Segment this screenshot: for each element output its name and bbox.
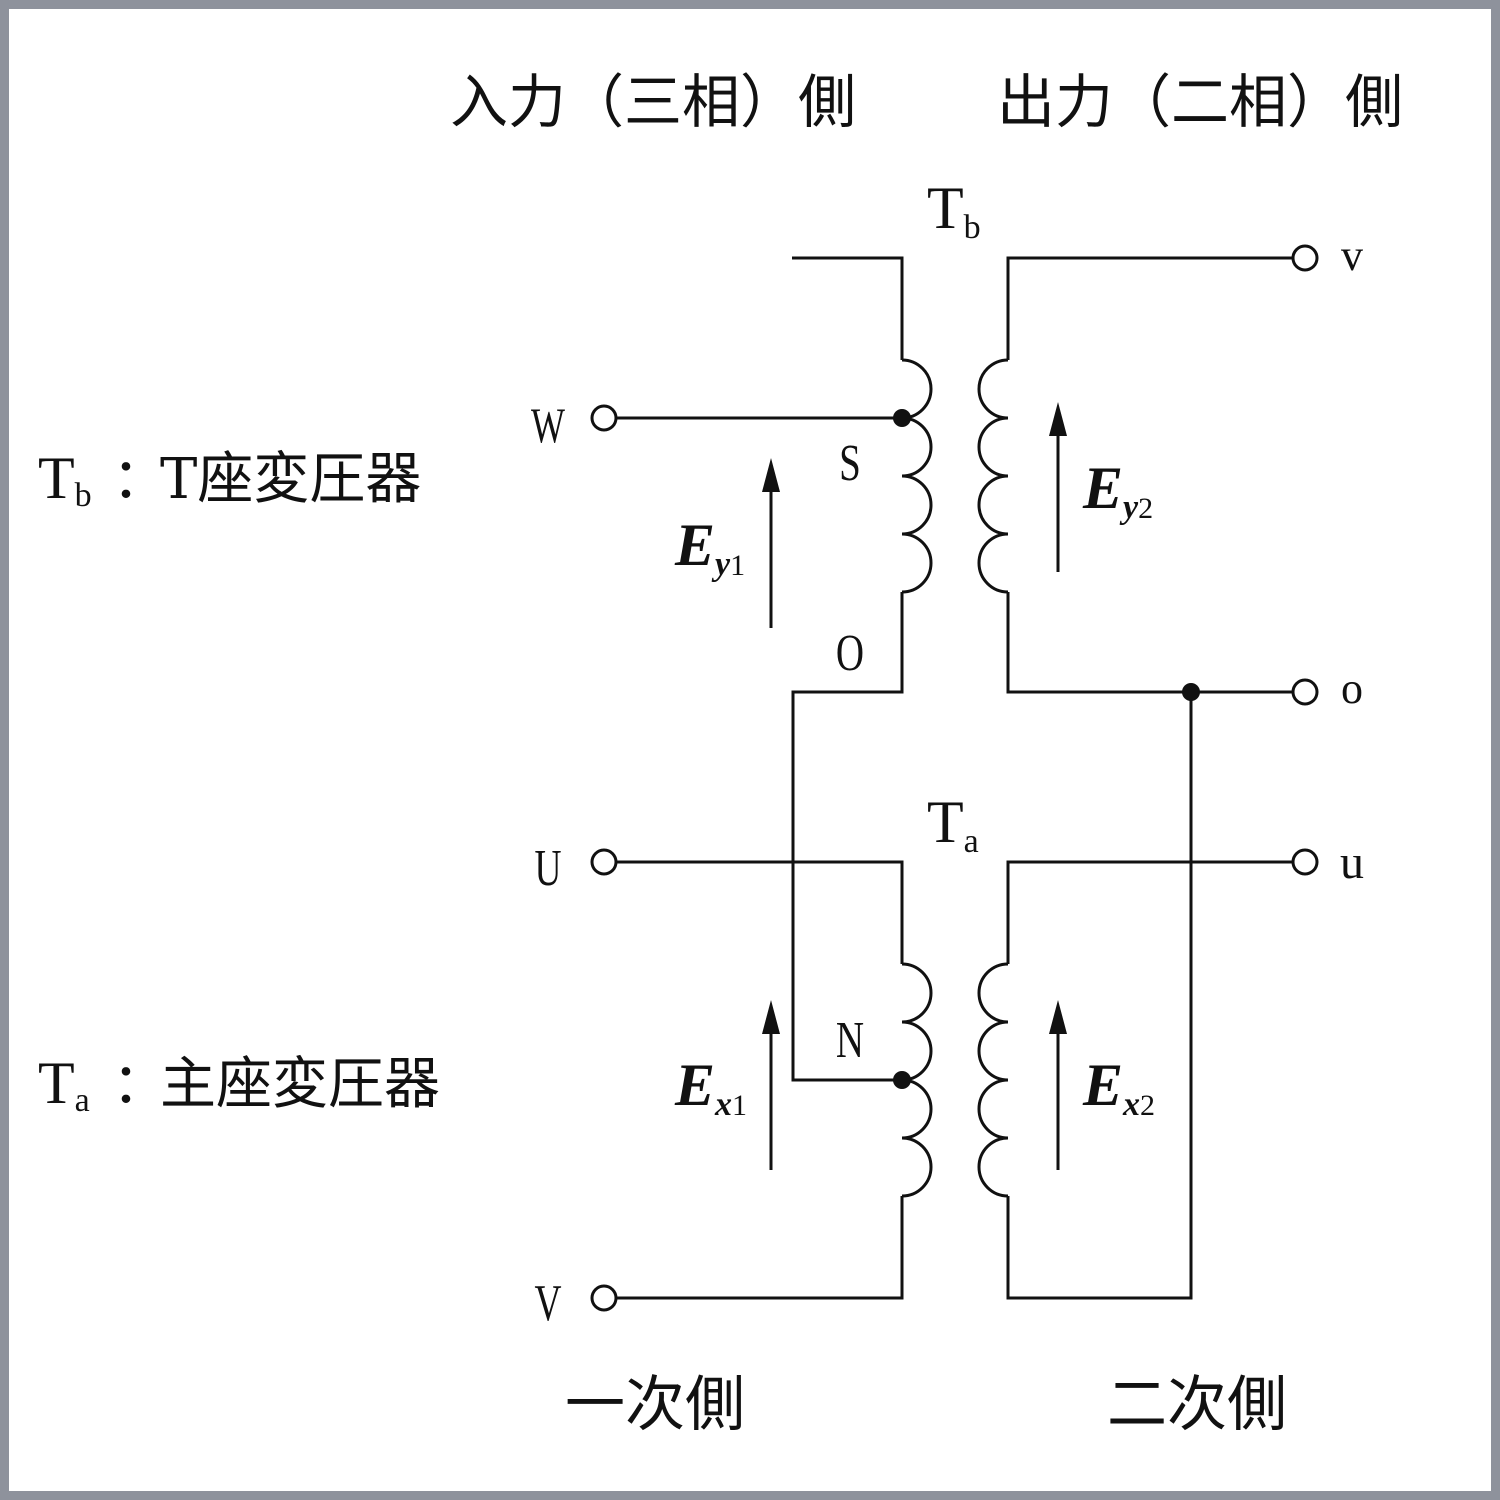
legend-tb-description: T座変圧器 <box>160 447 421 512</box>
terminal-u-label: U <box>534 839 561 896</box>
terminal-v-circle[interactable] <box>590 1284 618 1312</box>
legend-ta-symbol: Ta <box>38 1050 90 1119</box>
output-side-label: 出力（二相）側 <box>997 68 1403 136</box>
voltage-ey2-label: Ey2 <box>1082 455 1153 526</box>
tb-primary-bottom-lead <box>791 592 904 1082</box>
legend-tb: Tb ： T座変圧器 <box>38 445 421 514</box>
ta-center-tap-n-node <box>893 1071 911 1089</box>
terminal-o-small-circle[interactable] <box>1291 678 1319 706</box>
arrow-ey2 <box>1049 402 1067 572</box>
tb-secondary-top-lead <box>1006 256 1293 360</box>
terminal-u-circle[interactable] <box>590 848 618 876</box>
tap-o-label: O <box>836 624 864 682</box>
legend-tb-symbol: Tb <box>38 445 92 514</box>
tap-n-label: N <box>836 1011 864 1069</box>
ta-secondary-winding <box>977 962 1009 1198</box>
ta-primary-bottom-lead <box>604 1196 904 1300</box>
voltage-ey1-label: Ey1 <box>674 512 745 583</box>
terminal-w-label: W <box>531 398 566 453</box>
terminal-v-small-circle[interactable] <box>1291 244 1319 272</box>
input-side-label: 入力（三相）側 <box>450 68 856 136</box>
terminal-o-small-label: o <box>1341 664 1363 713</box>
secondary-side-label: 二次側 <box>1107 1370 1287 1440</box>
tb-secondary-winding <box>977 358 1009 594</box>
ta-secondary-bottom-lead <box>1006 692 1193 1300</box>
legend-ta-separator: ： <box>112 1052 168 1117</box>
tb-primary-top-lead <box>792 256 904 360</box>
arrow-ey1 <box>762 458 780 628</box>
ta-primary-top-lead <box>604 860 904 964</box>
ta-secondary-top-lead <box>1006 860 1293 964</box>
voltage-ex1-label: Ex1 <box>674 1052 747 1123</box>
tap-s-label: S <box>839 434 861 492</box>
tb-secondary-bottom-lead <box>1006 592 1293 694</box>
terminal-u-small-circle[interactable] <box>1291 848 1319 876</box>
transformer-ta-label: Ta <box>927 789 979 860</box>
transformer-tb-label: Tb <box>927 175 981 246</box>
arrow-ex2 <box>1049 1000 1067 1170</box>
terminal-w-circle[interactable] <box>590 404 618 432</box>
legend-ta-description: 主座変圧器 <box>160 1052 440 1117</box>
terminal-v-label: V <box>534 1274 561 1331</box>
tb-tap-s-node <box>893 409 911 427</box>
terminal-u-small-label: u <box>1340 836 1364 889</box>
tb-primary-winding <box>901 358 933 594</box>
primary-side-label: 一次側 <box>565 1370 745 1440</box>
arrow-ex1 <box>762 1000 780 1170</box>
voltage-ex2-label: Ex2 <box>1082 1052 1155 1123</box>
legend-ta: Ta ： 主座変圧器 <box>38 1050 440 1119</box>
terminal-v-small-label: v <box>1341 231 1363 280</box>
legend-tb-separator: ： <box>112 447 168 512</box>
